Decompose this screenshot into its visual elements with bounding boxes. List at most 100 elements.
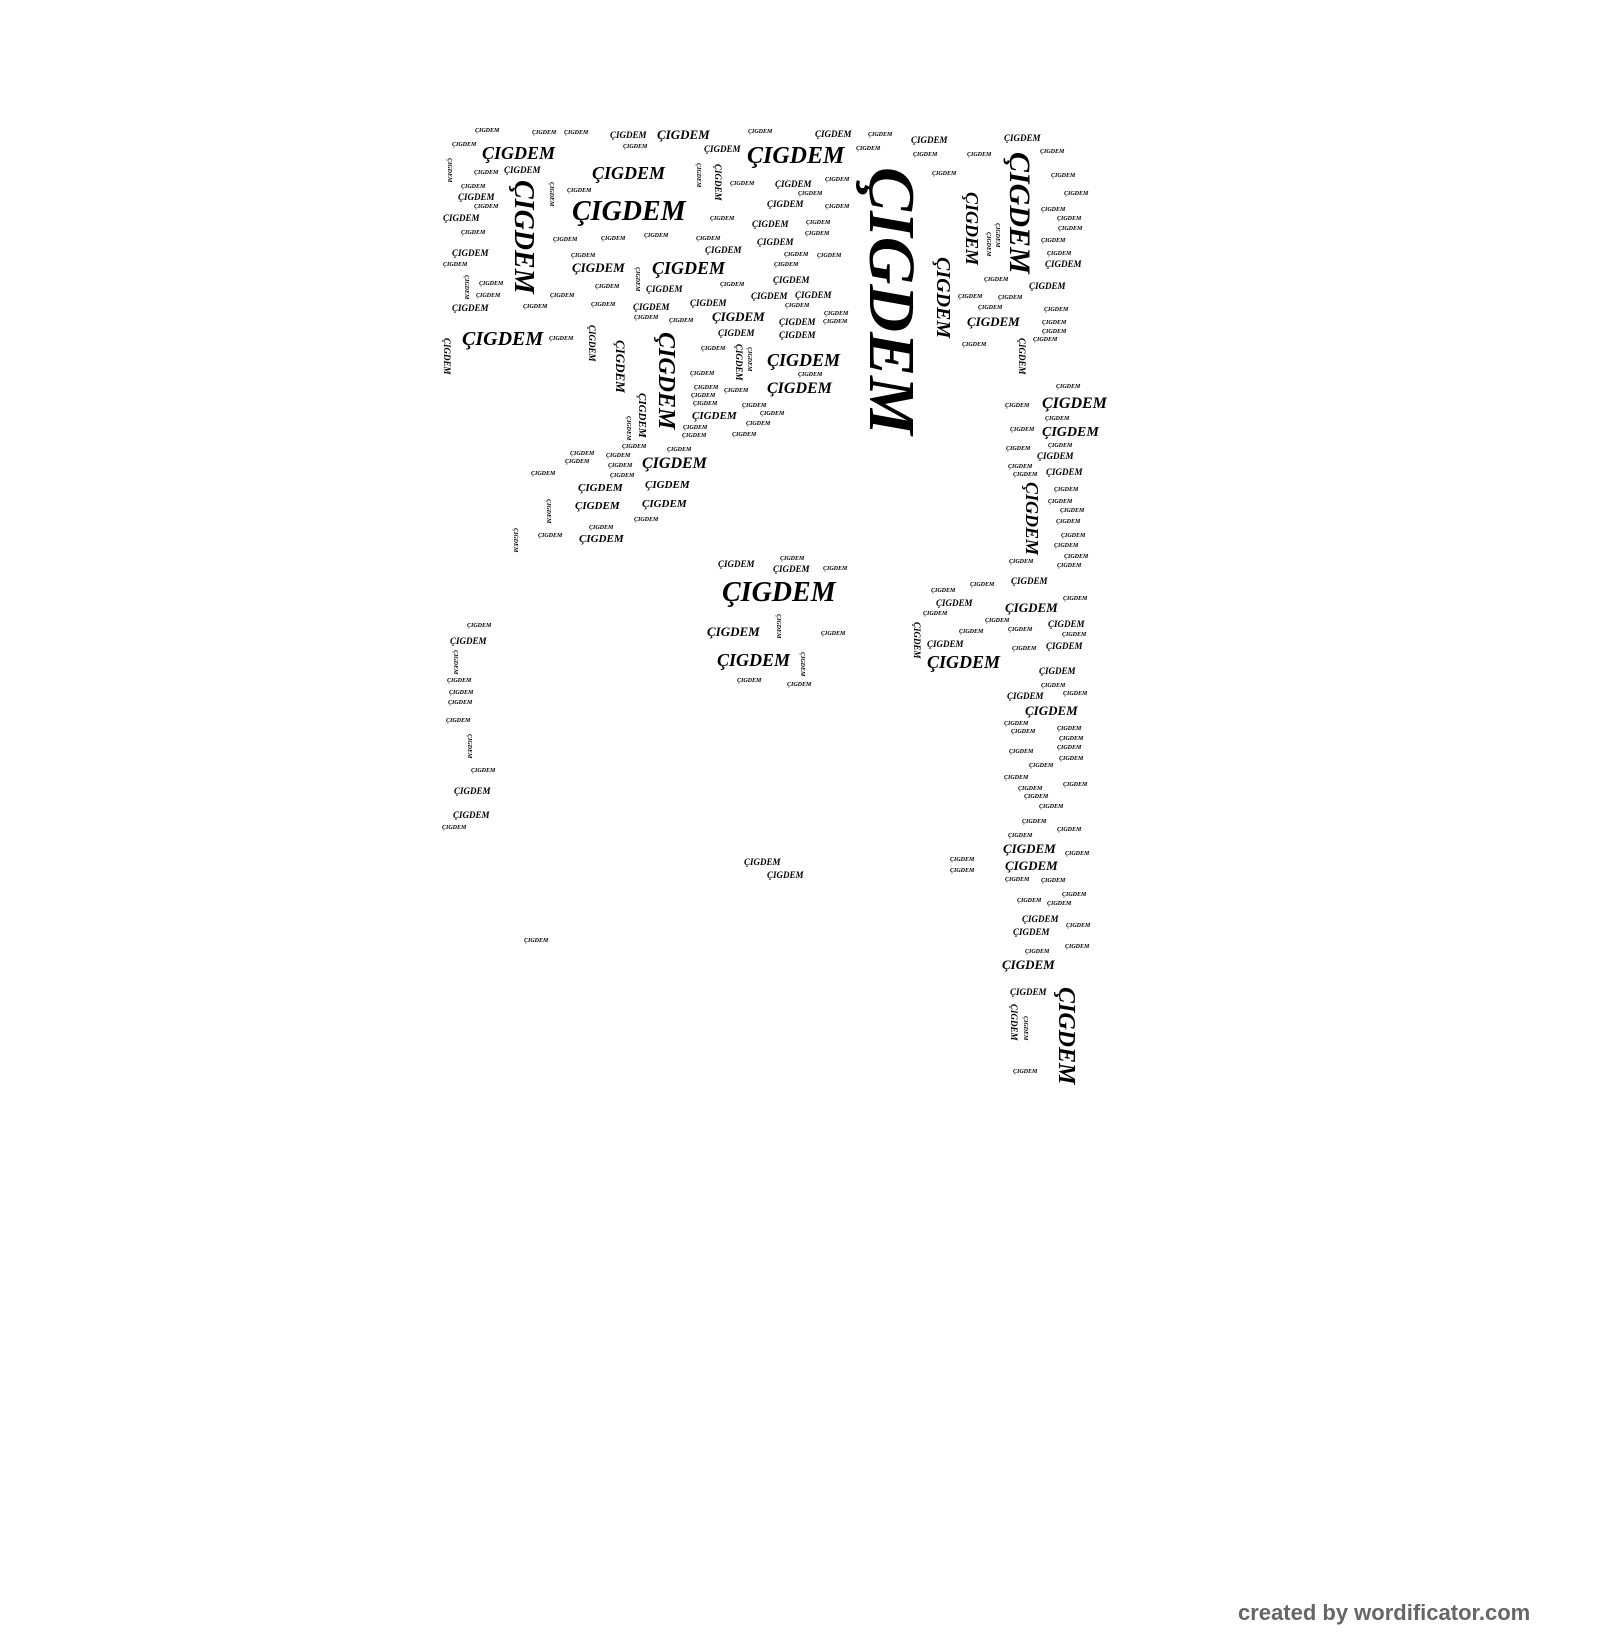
cloud-word: ÇIGDEM [746, 421, 771, 427]
cloud-word: ÇIGDEM [913, 152, 938, 158]
cloud-word: ÇIGDEM [461, 184, 486, 190]
cloud-word: ÇIGDEM [787, 682, 812, 688]
cloud-word: ÇIGDEM [690, 371, 715, 377]
cloud-word: ÇIGDEM [1062, 632, 1087, 638]
cloud-word: ÇIGDEM [742, 403, 767, 409]
cloud-word: ÇIGDEM [1012, 646, 1037, 652]
cloud-word: ÇIGDEM [1007, 691, 1044, 701]
cloud-word: ÇIGDEM [642, 455, 707, 472]
cloud-word: ÇIGDEM [578, 482, 623, 494]
cloud-word: ÇIGDEM [1004, 721, 1029, 727]
cloud-word: ÇIGDEM [467, 623, 492, 629]
cloud-word: ÇIGDEM [825, 177, 850, 183]
cloud-word: ÇIGDEM [532, 130, 557, 136]
cloud-word: ÇIGDEM [1041, 207, 1066, 213]
credit-watermark[interactable]: created by wordificator.com [1238, 1600, 1531, 1625]
cloud-word: ÇIGDEM [1013, 927, 1050, 937]
cloud-word: ÇIGDEM [633, 302, 670, 312]
cloud-word: ÇIGDEM [1022, 482, 1042, 556]
cloud-word: ÇIGDEM [1013, 472, 1038, 478]
cloud-word: ÇIGDEM [1029, 281, 1066, 291]
cloud-word: ÇIGDEM [694, 385, 719, 391]
cloud-word: ÇIGDEM [1008, 627, 1033, 633]
cloud-word: ÇIGDEM [1024, 794, 1049, 800]
cloud-word: ÇIGDEM [856, 146, 881, 152]
cloud-word: ÇIGDEM [452, 248, 489, 258]
cloud-word: ÇIGDEM [454, 786, 491, 796]
cloud-word: ÇIGDEM [1018, 786, 1043, 792]
cloud-word: ÇIGDEM [985, 618, 1010, 624]
cloud-word: ÇIGDEM [592, 163, 666, 183]
cloud-word: ÇIGDEM [1045, 416, 1070, 422]
cloud-word: ÇIGDEM [855, 167, 928, 435]
cloud-word: ÇIGDEM [1017, 338, 1027, 375]
cloud-word: ÇIGDEM [1058, 226, 1083, 232]
cloud-word: ÇIGDEM [1066, 923, 1091, 929]
cloud-word: ÇIGDEM [994, 223, 1000, 248]
cloud-word: ÇIGDEM [571, 253, 596, 259]
cloud-word: ÇIGDEM [642, 498, 687, 510]
cloud-word: ÇIGDEM [1042, 395, 1107, 412]
cloud-word: ÇIGDEM [868, 132, 893, 138]
cloud-word: ÇIGDEM [471, 768, 496, 774]
cloud-word: ÇIGDEM [452, 142, 477, 148]
cloud-word: ÇIGDEM [446, 718, 471, 724]
cloud-word: ÇIGDEM [625, 416, 631, 441]
cloud-word: ÇIGDEM [805, 231, 830, 237]
cloud-word: ÇIGDEM [1044, 307, 1069, 313]
cloud-word: ÇIGDEM [1011, 729, 1036, 735]
cloud-word: ÇIGDEM [682, 433, 707, 439]
cloud-word: ÇIGDEM [984, 277, 1009, 283]
cloud-word: ÇIGDEM [443, 213, 480, 223]
cloud-word: ÇIGDEM [970, 582, 995, 588]
cloud-word: ÇIGDEM [608, 463, 633, 469]
cloud-word: ÇIGDEM [823, 566, 848, 572]
cloud-word: ÇIGDEM [482, 143, 556, 163]
cloud-word: ÇIGDEM [634, 267, 640, 292]
cloud-word: ÇIGDEM [1029, 763, 1054, 769]
cloud-word: ÇIGDEM [927, 652, 1001, 672]
cloud-word: ÇIGDEM [911, 135, 948, 145]
cloud-word: ÇIGDEM [927, 639, 964, 649]
cloud-word: ÇIGDEM [1041, 238, 1066, 244]
cloud-word: ÇIGDEM [1059, 756, 1084, 762]
cloud-word: ÇIGDEM [1053, 987, 1079, 1085]
cloud-word: ÇIGDEM [779, 330, 816, 340]
cloud-word: ÇIGDEM [690, 298, 727, 308]
cloud-word: ÇIGDEM [575, 500, 620, 512]
cloud-word: ÇIGDEM [683, 425, 708, 431]
cloud-word: ÇIGDEM [799, 652, 805, 677]
cloud-word: ÇIGDEM [752, 219, 789, 229]
cloud-word: ÇIGDEM [779, 317, 816, 327]
cloud-word: ÇIGDEM [693, 401, 718, 407]
cloud-word: ÇIGDEM [985, 232, 991, 257]
cloud-word: ÇIGDEM [744, 857, 781, 867]
cloud-word: ÇIGDEM [1056, 384, 1081, 390]
cloud-word: ÇIGDEM [1005, 403, 1030, 409]
cloud-word: ÇIGDEM [657, 127, 710, 142]
cloud-word: ÇIGDEM [572, 260, 625, 275]
cloud-word: ÇIGDEM [1004, 133, 1041, 143]
cloud-word: ÇIGDEM [622, 444, 647, 450]
cloud-word: ÇIGDEM [798, 191, 823, 197]
cloud-word: ÇIGDEM [462, 328, 544, 350]
cloud-word: ÇIGDEM [932, 257, 954, 339]
cloud-word: ÇIGDEM [512, 528, 518, 553]
cloud-word: ÇIGDEM [707, 624, 760, 639]
cloud-word: ÇIGDEM [1009, 749, 1034, 755]
cloud-word: ÇIGDEM [967, 152, 992, 158]
cloud-word: ÇIGDEM [443, 262, 468, 268]
cloud-word: ÇIGDEM [950, 868, 975, 874]
cloud-word: ÇIGDEM [1037, 451, 1074, 461]
cloud-word: ÇIGDEM [1006, 446, 1031, 452]
cloud-word: ÇIGDEM [550, 293, 575, 299]
cloud-word: ÇIGDEM [1057, 827, 1082, 833]
cloud-word: ÇIGDEM [1041, 878, 1066, 884]
cloud-word: ÇIGDEM [1060, 508, 1085, 514]
cloud-word: ÇIGDEM [1005, 600, 1058, 615]
cloud-word: ÇIGDEM [746, 347, 752, 372]
cloud-word: ÇIGDEM [450, 636, 487, 646]
cloud-word: ÇIGDEM [785, 303, 810, 309]
cloud-word: ÇIGDEM [570, 451, 595, 457]
cloud-word: ÇIGDEM [1040, 149, 1065, 155]
